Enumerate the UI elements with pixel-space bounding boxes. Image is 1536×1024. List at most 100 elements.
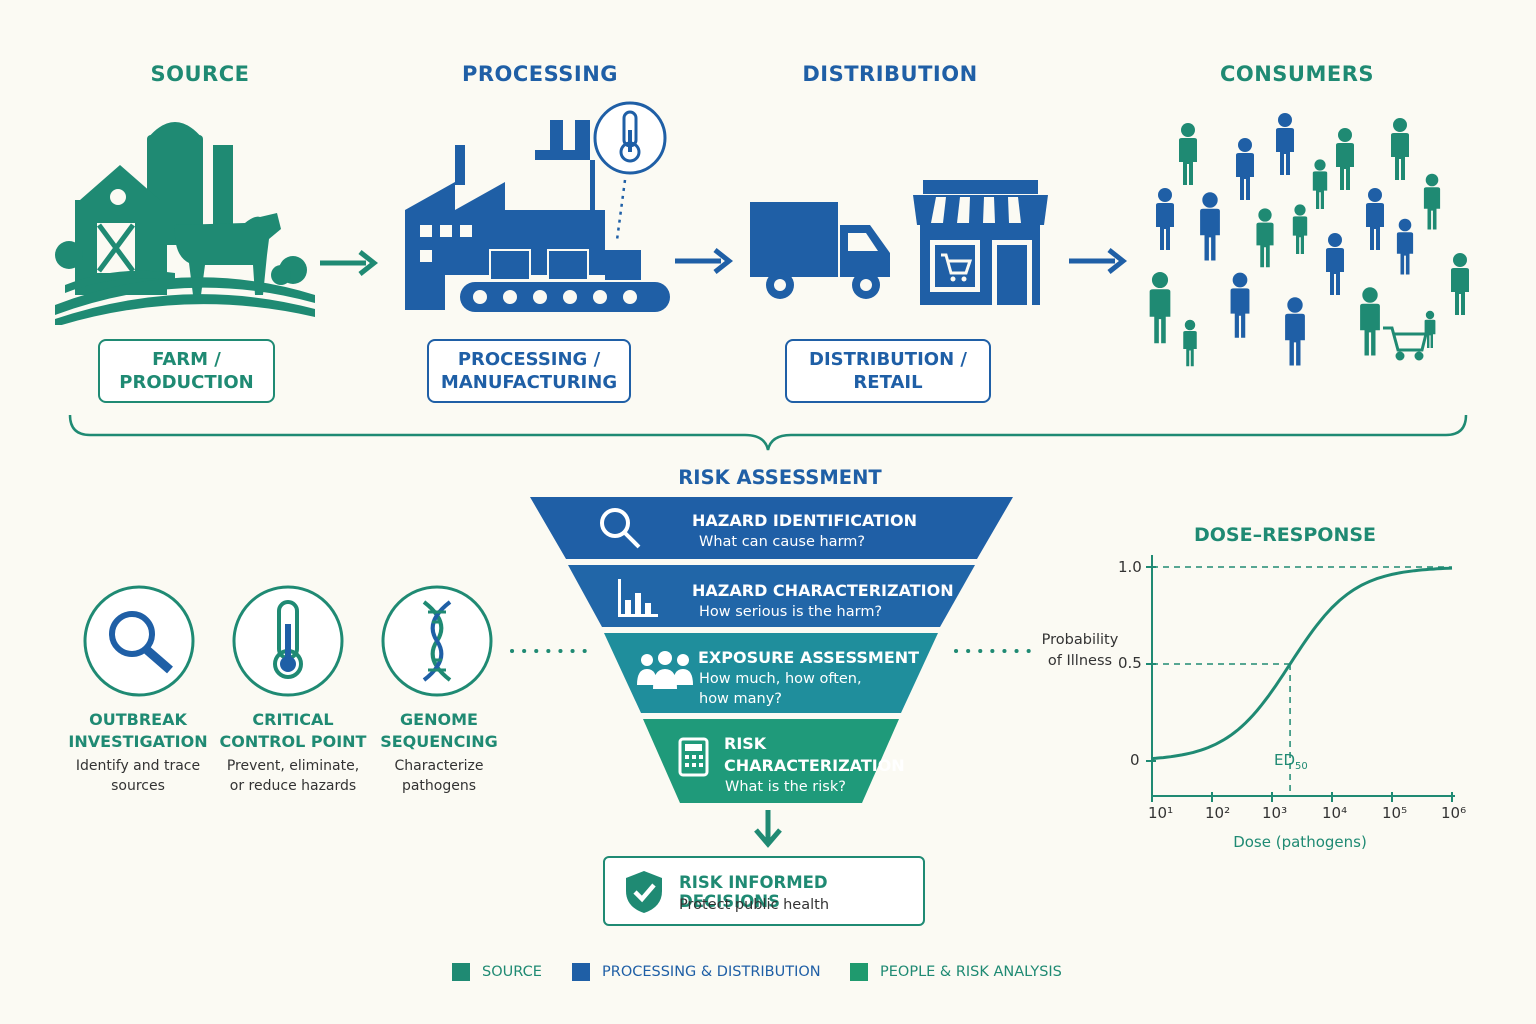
stage-box-farm-line1: FARM / <box>152 349 221 370</box>
person-icon <box>1312 159 1328 209</box>
risk-characterization-title1: RISK <box>724 734 767 753</box>
people-group-icon <box>637 651 693 689</box>
person-icon <box>1179 123 1197 185</box>
legend-processing-distribution: PROCESSING & DISTRIBUTION <box>572 963 821 981</box>
person-icon <box>1424 310 1436 348</box>
exposure-assessment-sub1: How much, how often, <box>699 671 862 687</box>
consumers-crowd <box>1149 113 1469 367</box>
stage-brace <box>68 414 1468 451</box>
person-icon <box>1423 173 1441 230</box>
ytick-0: 0 <box>1130 751 1140 769</box>
tool-outbreak-desc2: sources <box>111 778 165 794</box>
hazard-identification-sub: What can cause harm? <box>699 534 866 550</box>
tool-outbreak-title1: OUTBREAK <box>89 710 187 729</box>
xtick-1: 10¹ <box>1148 804 1174 822</box>
risk-funnel <box>530 497 1013 803</box>
shield-check-icon <box>626 871 662 913</box>
ytick-05: 0.5 <box>1118 654 1142 672</box>
person-icon <box>1156 188 1174 250</box>
hazard-characterization-sub: How serious is the harm? <box>699 604 883 620</box>
tool-outbreak-title2: INVESTIGATION <box>68 732 208 751</box>
tool-outbreak-circle <box>83 585 195 697</box>
truck-store-illustration <box>750 180 1048 305</box>
stage-box-farm-line2: PRODUCTION <box>119 372 254 393</box>
stage-box-distribution-line2: RETAIL <box>853 372 923 393</box>
tool-genome-desc1: Characterize <box>394 758 484 774</box>
stage-title-consumers: CONSUMERS <box>1219 62 1375 86</box>
legend-people-label: PEOPLE & RISK ANALYSIS <box>880 964 1062 980</box>
ed50-label: ED50 <box>1274 751 1308 772</box>
person-icon <box>1451 253 1469 315</box>
decision-title: RISK INFORMED DECISIONS <box>679 873 828 911</box>
flow-arrow-1 <box>320 250 378 276</box>
magnifier-icon <box>109 611 173 674</box>
person-icon <box>1276 113 1294 175</box>
ed50-label-main: ED <box>1274 751 1296 769</box>
legend-source-swatch <box>452 963 470 981</box>
xtick-3: 10³ <box>1262 804 1288 822</box>
decision-sub: Protect public health <box>679 897 830 913</box>
hazard-characterization-title: HAZARD CHARACTERIZATION <box>692 581 954 600</box>
chart-ylabel-line1: Probability <box>1041 632 1119 648</box>
tool-outbreak-desc1: Identify and trace <box>75 758 201 774</box>
down-arrow <box>754 810 782 848</box>
stage-title-source: SOURCE <box>150 62 250 86</box>
dna-icon <box>422 600 452 682</box>
flow-arrow-3 <box>1069 248 1127 274</box>
legend-processing-label: PROCESSING & DISTRIBUTION <box>602 964 821 980</box>
risk-decision-box: RISK INFORMED DECISIONS Protect public h… <box>603 856 925 926</box>
tool-ccp-title1: CRITICAL <box>252 710 334 729</box>
dotted-connector-left <box>510 649 590 653</box>
tool-ccp-title2: CONTROL POINT <box>219 732 367 751</box>
person-icon <box>1336 128 1354 190</box>
legend-processing-swatch <box>572 963 590 981</box>
person-icon <box>1292 204 1308 254</box>
tool-genome-title2: SEQUENCING <box>380 732 498 751</box>
legend-people-risk: PEOPLE & RISK ANALYSIS <box>850 963 1062 981</box>
person-icon <box>1326 233 1344 295</box>
chart-xlabel: Dose (pathogens) <box>1233 833 1367 851</box>
funnel-layer-hazard-characterization <box>568 565 975 627</box>
tool-genome-title1: GENOME <box>400 710 478 729</box>
flow-arrow-2 <box>675 248 733 274</box>
xtick-4: 10⁴ <box>1322 804 1348 822</box>
ytick-1: 1.0 <box>1118 558 1142 576</box>
person-icon <box>1183 319 1197 367</box>
risk-characterization-sub: What is the risk? <box>725 779 846 795</box>
person-icon <box>1285 297 1305 366</box>
farm-illustration <box>55 122 315 325</box>
person-icon <box>1230 272 1250 338</box>
exposure-assessment-title: EXPOSURE ASSESSMENT <box>698 648 920 667</box>
stage-box-processing-line2: MANUFACTURING <box>440 372 618 393</box>
exposure-assessment-sub2: how many? <box>699 691 783 707</box>
chart-ylabel-line2: of Illness <box>1047 653 1113 669</box>
person-icon <box>1360 287 1380 356</box>
magnifier-icon <box>600 508 641 549</box>
stage-box-processing: PROCESSING / MANUFACTURING <box>427 339 631 403</box>
person-icon <box>1200 192 1220 261</box>
tool-ccp-circle <box>232 585 344 697</box>
tool-genome-circle <box>381 585 493 697</box>
stage-box-distribution-line1: DISTRIBUTION / <box>809 349 967 370</box>
stage-title-processing: PROCESSING <box>461 62 619 86</box>
shopping-cart-icon <box>1383 326 1428 361</box>
stage-title-distribution: DISTRIBUTION <box>802 62 978 86</box>
dotted-connector-right <box>954 649 1034 653</box>
person-icon <box>1236 138 1254 200</box>
ed50-label-sub: 50 <box>1295 761 1308 772</box>
dose-response-title: DOSE–RESPONSE <box>1193 524 1377 546</box>
stage-box-processing-line1: PROCESSING / <box>457 349 601 370</box>
xtick-6: 10⁶ <box>1441 804 1467 822</box>
legend-source: SOURCE <box>452 963 542 981</box>
dose-response-curve <box>1151 566 1453 761</box>
hazard-identification-title: HAZARD IDENTIFICATION <box>692 511 917 530</box>
person-icon <box>1256 208 1274 268</box>
xtick-5: 10⁵ <box>1382 804 1408 822</box>
tool-genome-desc2: pathogens <box>401 778 477 794</box>
legend-source-label: SOURCE <box>482 964 542 980</box>
person-icon <box>1391 118 1409 180</box>
funnel-layer-hazard-identification <box>530 497 1013 559</box>
person-icon <box>1366 188 1384 250</box>
thermometer-icon <box>273 600 303 679</box>
person-icon <box>1396 218 1414 275</box>
